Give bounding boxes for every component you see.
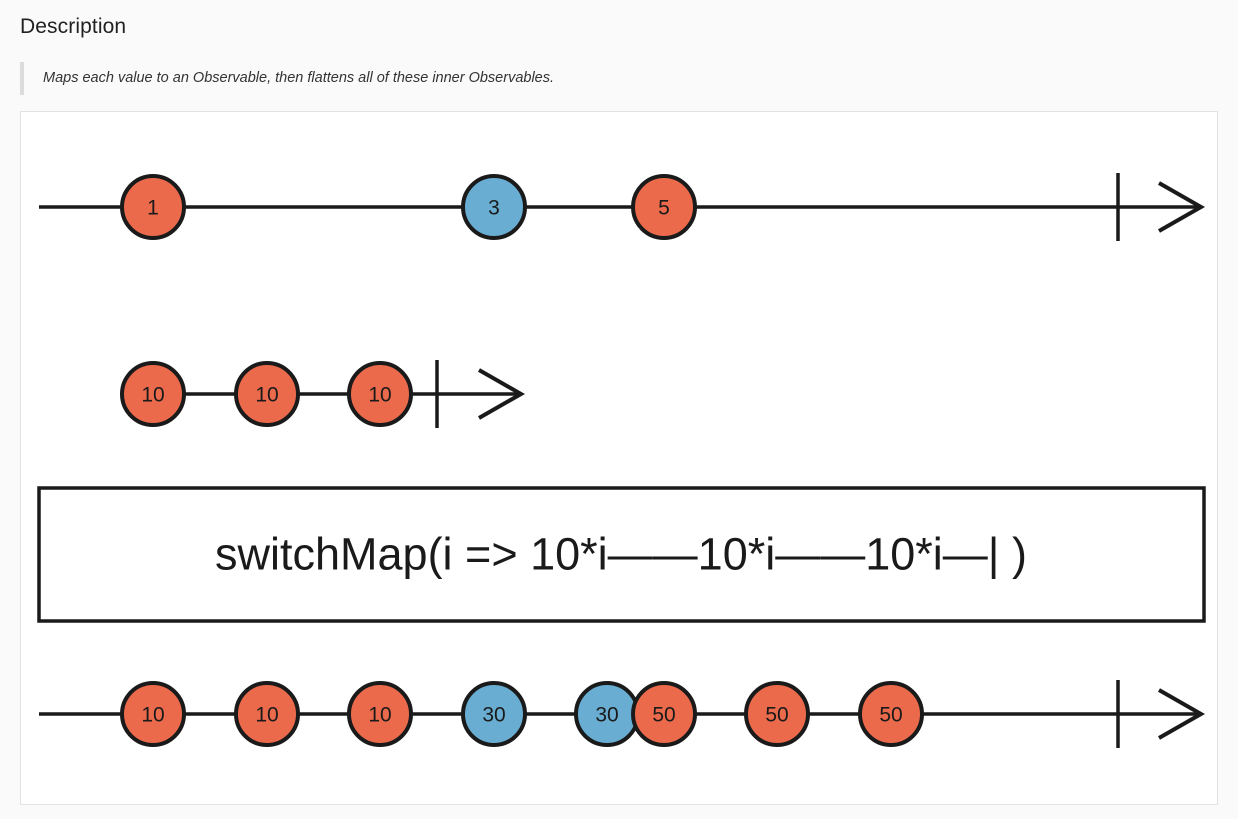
output-observable-arrow-head [1158,688,1206,740]
marble-source-observable-2[interactable]: 5 [631,174,697,240]
marble-output-observable-3[interactable]: 30 [461,681,527,747]
marble-label: 10 [368,384,391,407]
marble-circle[interactable] [631,174,697,240]
output-observable-timeline: 10 10 10 30 30 50 50 50 [39,680,1206,748]
marble-label: 10 [255,384,278,407]
marble-output-observable-5[interactable]: 50 [631,681,697,747]
operator-box-outline [37,486,1206,623]
marble-circle[interactable] [461,681,527,747]
marble-label: 5 [658,197,670,220]
inner-observable-arrow-head [478,368,526,420]
marble-diagram: 1 3 5 10 10 10 10 10 10 30 30 50 50 50 switchMap(i => … [37,173,1206,748]
marble-label: 1 [147,197,159,220]
marble-diagram-card: 1 3 5 10 10 10 10 10 10 30 30 50 50 50 switchMap(i => … [20,111,1218,805]
marble-label: 3 [488,197,500,220]
source-observable-arrow-head [1158,181,1206,233]
marble-circle[interactable] [234,361,300,427]
inner-observable-timeline: 10 10 10 [120,360,526,428]
blockquote-accent-bar [20,61,24,95]
marble-circle[interactable] [120,681,186,747]
marble-label: 10 [368,704,391,727]
marble-output-observable-0[interactable]: 10 [120,681,186,747]
marble-output-observable-1[interactable]: 10 [234,681,300,747]
marble-inner-observable-2[interactable]: 10 [347,361,413,427]
marble-source-observable-1[interactable]: 3 [461,174,527,240]
source-observable-timeline: 1 3 5 [39,173,1206,241]
marble-circle[interactable] [461,174,527,240]
marble-label: 30 [595,704,618,727]
marble-label: 50 [652,704,675,727]
marble-inner-observable-0[interactable]: 10 [120,361,186,427]
marble-output-observable-2[interactable]: 10 [347,681,413,747]
description-blockquote: Maps each value to an Observable, then f… [20,61,1210,95]
marble-circle[interactable] [120,361,186,427]
marble-circle[interactable] [347,681,413,747]
marble-circle[interactable] [347,361,413,427]
marble-label: 10 [255,704,278,727]
marble-label: 30 [482,704,505,727]
marble-source-observable-0[interactable]: 1 [120,174,186,240]
marble-circle[interactable] [120,174,186,240]
marble-output-observable-6[interactable]: 50 [744,681,810,747]
marble-label: 50 [765,704,788,727]
marble-label: 10 [141,384,164,407]
operator-expression-label: switchMap(i => 10*i——10*i——10*i—| ) [215,529,1027,580]
marble-circle[interactable] [234,681,300,747]
page-title: Description [20,15,127,38]
marble-label: 50 [879,704,902,727]
marble-output-observable-4[interactable]: 30 [574,681,640,747]
description-text: Maps each value to an Observable, then f… [43,70,555,86]
marble-inner-observable-1[interactable]: 10 [234,361,300,427]
marble-circle[interactable] [858,681,924,747]
marble-output-observable-7[interactable]: 50 [858,681,924,747]
marble-label: 10 [141,704,164,727]
marble-circle[interactable] [631,681,697,747]
marble-circle[interactable] [744,681,810,747]
operator-box: switchMap(i => 10*i——10*i——10*i—| ) [37,486,1206,623]
